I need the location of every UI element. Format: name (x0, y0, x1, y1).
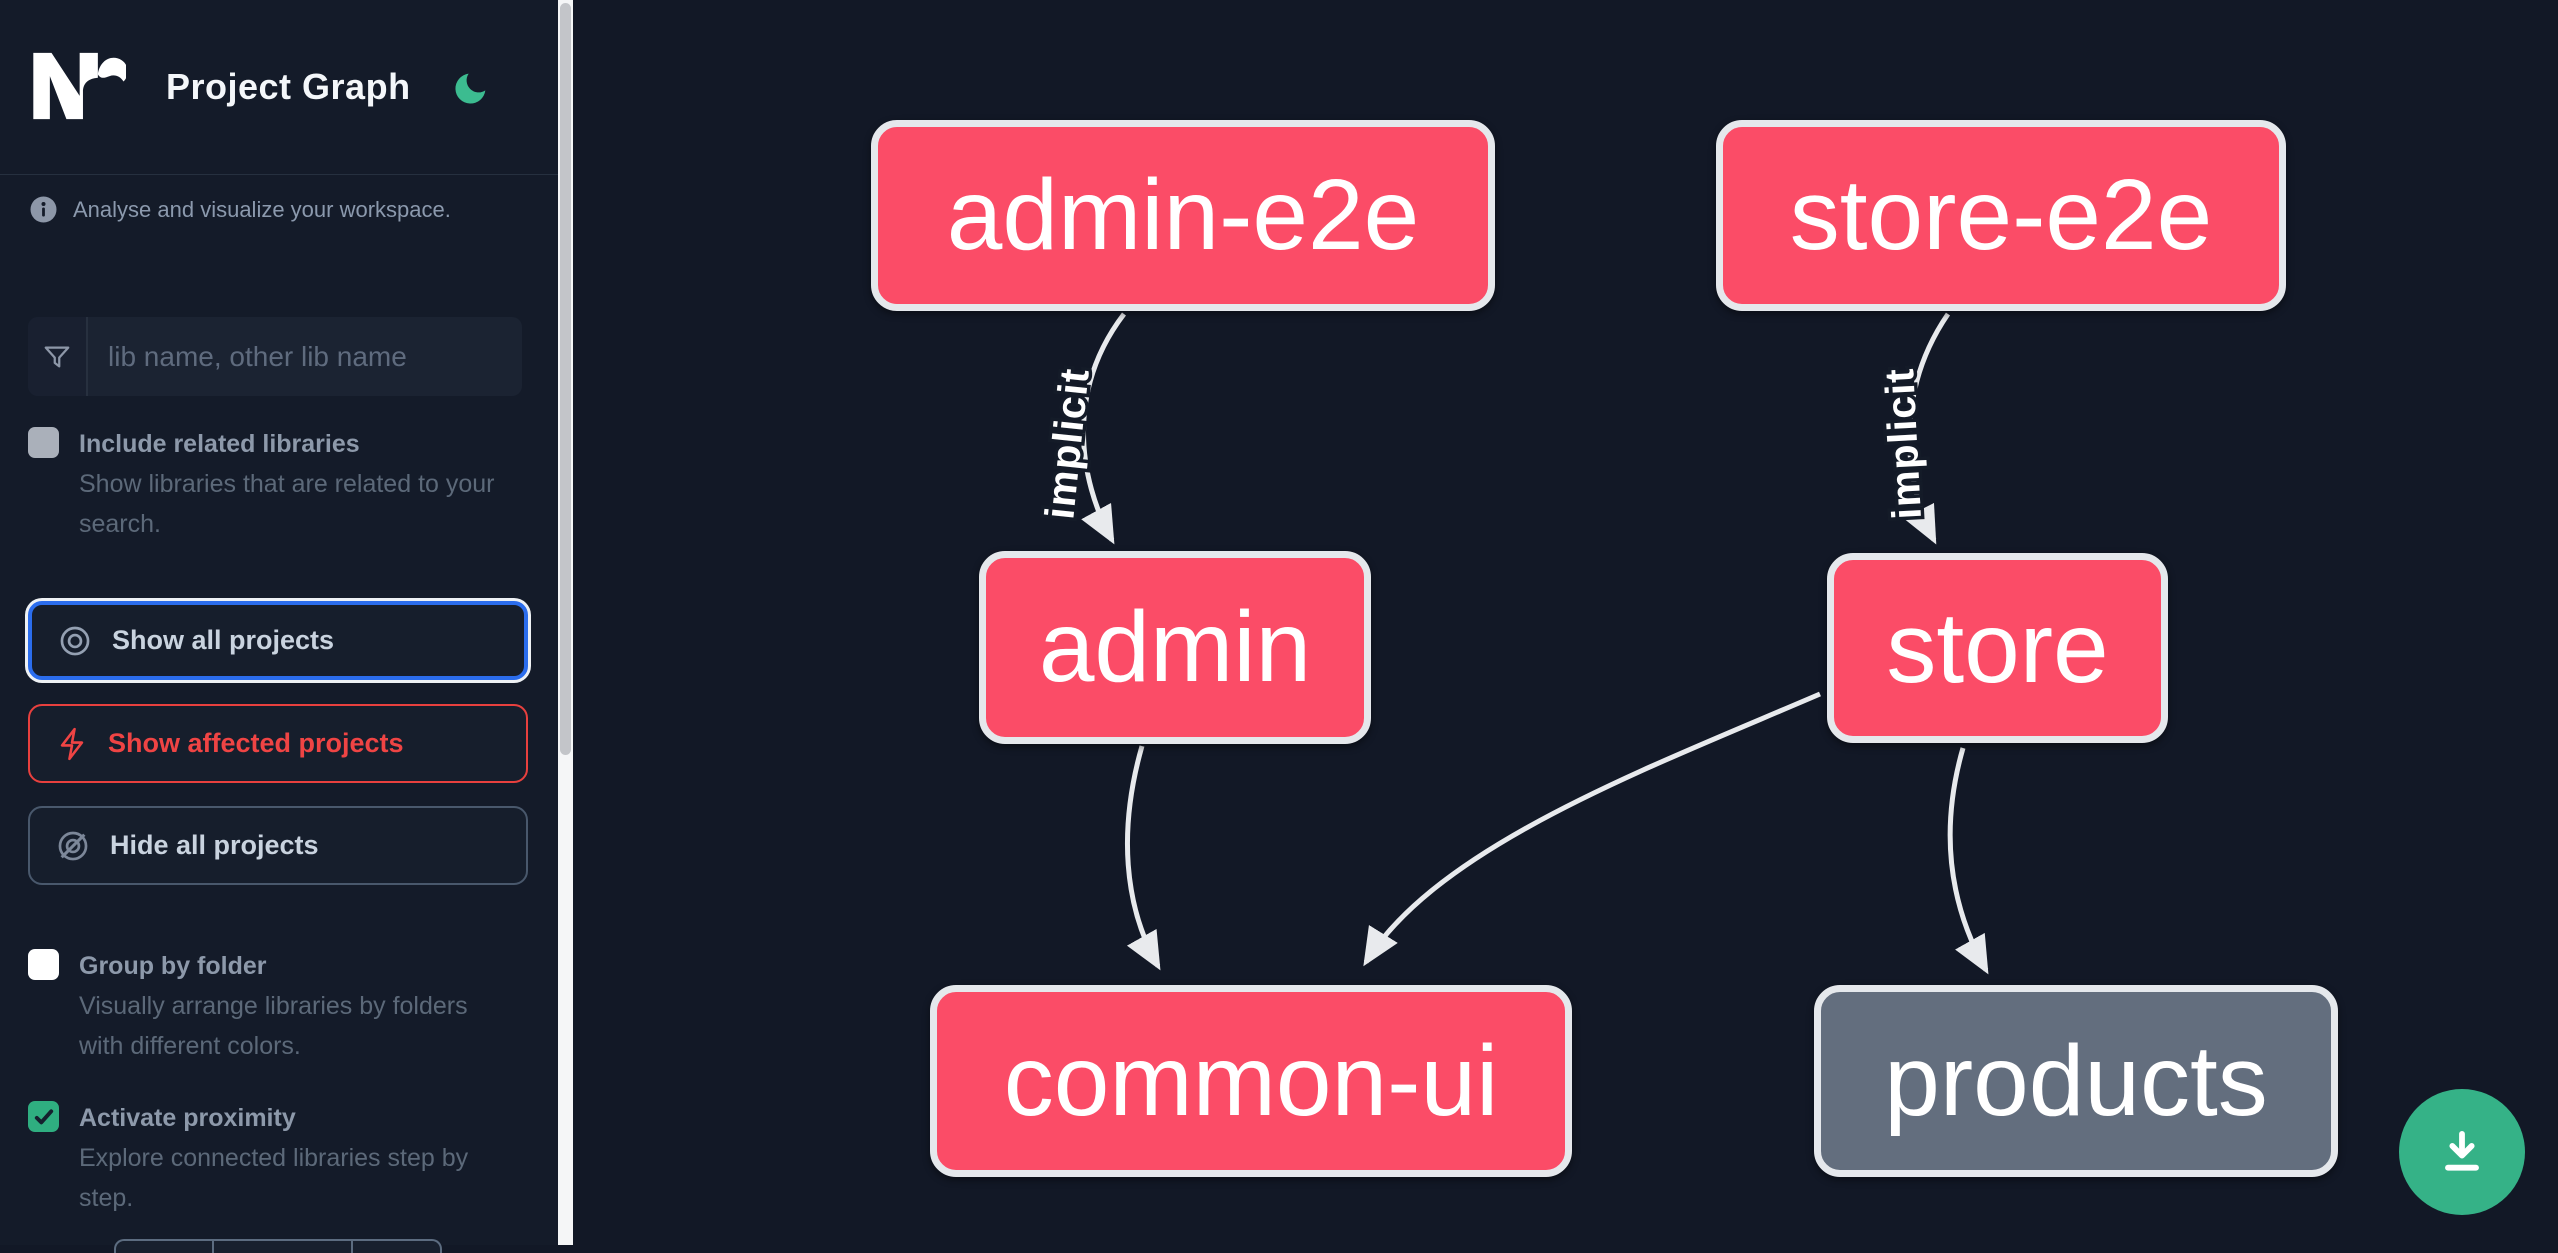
hide-all-projects-button[interactable]: Hide all projects (28, 806, 528, 885)
toggle-description: Visually arrange libraries by folders wi… (79, 992, 468, 1060)
workspace-tagline-row: Analyse and visualize your workspace. (30, 196, 451, 223)
check-icon (34, 1108, 53, 1124)
value-segment (212, 1241, 351, 1253)
include-related-checkbox[interactable] (28, 427, 59, 458)
toggle-label[interactable]: Include related libraries (79, 430, 360, 458)
activate-proximity-checkbox[interactable] (28, 1101, 59, 1132)
graph-node-products[interactable]: products (1814, 985, 2338, 1177)
nx-logo-icon (33, 52, 126, 120)
toggle-label[interactable]: Group by folder (79, 952, 267, 980)
funnel-icon (28, 317, 88, 396)
moon-icon (455, 73, 486, 104)
download-graph-button[interactable] (2399, 1089, 2525, 1215)
node-label: common-ui (1003, 1024, 1499, 1137)
show-all-projects-button[interactable]: Show all projects (28, 601, 528, 680)
bolt-icon (60, 727, 84, 760)
toggle-description: Explore connected libraries step by step… (79, 1144, 469, 1212)
toggle-label[interactable]: Activate proximity (79, 1104, 296, 1132)
node-label: admin-e2e (946, 159, 1420, 271)
toggle-activate-proximity: Activate proximity Explore connected lib… (28, 1098, 499, 1218)
eye-off-icon (58, 831, 88, 860)
node-label: admin (1038, 591, 1312, 703)
sidebar: Project Graph Analyse and visualize your… (0, 0, 558, 1253)
sidebar-scrollbar-track[interactable] (558, 0, 573, 1245)
group-by-folder-checkbox[interactable] (28, 949, 59, 980)
show-affected-projects-label: Show affected projects (108, 728, 404, 758)
workspace-tagline: Analyse and visualize your workspace. (73, 196, 451, 222)
toggle-description: Show libraries that are related to your … (79, 470, 495, 538)
graph-node-admin[interactable]: admin (979, 551, 1371, 744)
graph-node-store-e2e[interactable]: store-e2e (1716, 120, 2286, 311)
graph-node-store[interactable]: store (1827, 553, 2168, 743)
sidebar-scrollbar-thumb[interactable] (560, 3, 571, 755)
eye-icon (60, 626, 90, 655)
download-icon (2445, 1130, 2479, 1171)
graph-node-admin-e2e[interactable]: admin-e2e (871, 120, 1495, 311)
toggle-group-by-folder: Group by folder Visually arrange librari… (28, 946, 499, 1066)
node-label: store-e2e (1789, 159, 2213, 271)
page-title: Project Graph (166, 66, 411, 107)
sidebar-header: Project Graph (0, 0, 558, 175)
graph-node-common-ui[interactable]: common-ui (930, 985, 1572, 1177)
dark-mode-toggle[interactable] (450, 68, 492, 110)
hide-all-projects-label: Hide all projects (110, 830, 319, 860)
toggle-include-related: Include related libraries Show libraries… (28, 424, 499, 544)
proximity-depth-control[interactable] (114, 1239, 442, 1253)
show-affected-projects-button[interactable]: Show affected projects (28, 704, 528, 783)
info-icon (30, 196, 57, 223)
search-box (28, 317, 522, 396)
show-all-projects-label: Show all projects (112, 625, 335, 655)
node-label: store (1886, 591, 2109, 704)
decrement-segment[interactable] (116, 1241, 212, 1253)
increment-segment[interactable] (351, 1241, 440, 1253)
filter-projects-input[interactable] (88, 317, 522, 396)
node-label: products (1884, 1024, 2268, 1137)
